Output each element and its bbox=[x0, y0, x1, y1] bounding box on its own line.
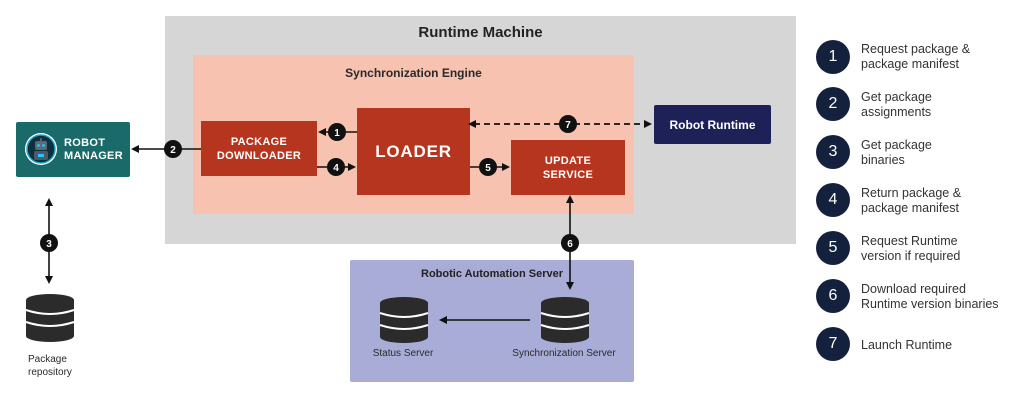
runtime-machine-title: Runtime Machine bbox=[418, 24, 543, 41]
svg-text:3: 3 bbox=[46, 239, 52, 250]
legend-text-3: Get package binaries bbox=[861, 138, 932, 167]
svg-text:7: 7 bbox=[565, 120, 571, 131]
sync-server-database-icon bbox=[540, 297, 590, 343]
legend-number-1: 1 bbox=[816, 40, 850, 74]
legend-text-6: Download required Runtime version binari… bbox=[861, 282, 999, 311]
package-downloader-label: PACKAGE DOWNLOADER bbox=[216, 135, 302, 162]
legend-number-5: 5 bbox=[816, 231, 850, 265]
loader-label: LOADER bbox=[375, 141, 452, 161]
status-server-label: Status Server bbox=[372, 348, 434, 359]
legend-number-2: 2 bbox=[816, 87, 850, 121]
legend-number-6: 6 bbox=[816, 279, 850, 313]
automation-server-title: Robotic Automation Server bbox=[421, 268, 563, 280]
step-badge-3: 3 bbox=[40, 234, 58, 252]
sync-server-label: Synchronization Server bbox=[512, 348, 616, 359]
update-service-label: UPDATE SERVICE bbox=[542, 154, 594, 181]
robot-manager-label: ROBOT MANAGER bbox=[64, 137, 123, 162]
step-badge-2: 2 bbox=[164, 140, 182, 158]
legend-number-4: 4 bbox=[816, 183, 850, 217]
package-repository-database-icon bbox=[25, 294, 75, 342]
legend-text-1: Request package & package manifest bbox=[861, 42, 971, 71]
legend-text-4: Return package & package manifest bbox=[861, 186, 962, 215]
legend-number-7: 7 bbox=[816, 327, 850, 361]
legend-text-5: Request Runtime version if required bbox=[861, 234, 961, 263]
package-repository-label: Package repository bbox=[28, 354, 72, 378]
robot-runtime-box: Robot Runtime bbox=[654, 105, 771, 144]
legend-text-7: Launch Runtime bbox=[861, 338, 953, 352]
svg-text:4: 4 bbox=[333, 163, 339, 174]
step-badge-1: 1 bbox=[328, 123, 346, 141]
step-badge-6: 6 bbox=[561, 234, 579, 252]
svg-text:5: 5 bbox=[485, 163, 491, 174]
step-badge-5: 5 bbox=[479, 158, 497, 176]
step-badge-7: 7 bbox=[559, 115, 577, 133]
update-service-box: UPDATE SERVICE bbox=[511, 140, 625, 195]
status-server-database-icon bbox=[379, 297, 429, 343]
svg-text:2: 2 bbox=[170, 145, 176, 156]
svg-text:1: 1 bbox=[334, 128, 340, 139]
robot-runtime-label: Robot Runtime bbox=[669, 117, 756, 132]
loader-box: LOADER bbox=[357, 108, 470, 195]
legend-number-3: 3 bbox=[816, 135, 850, 169]
step-badge-4: 4 bbox=[327, 158, 345, 176]
sync-engine-title: Synchronization Engine bbox=[345, 66, 482, 80]
svg-text:6: 6 bbox=[567, 239, 573, 250]
legend-text-2: Get package assignments bbox=[861, 90, 932, 119]
package-downloader-box: PACKAGE DOWNLOADER bbox=[201, 121, 317, 176]
robot-icon bbox=[25, 133, 57, 165]
